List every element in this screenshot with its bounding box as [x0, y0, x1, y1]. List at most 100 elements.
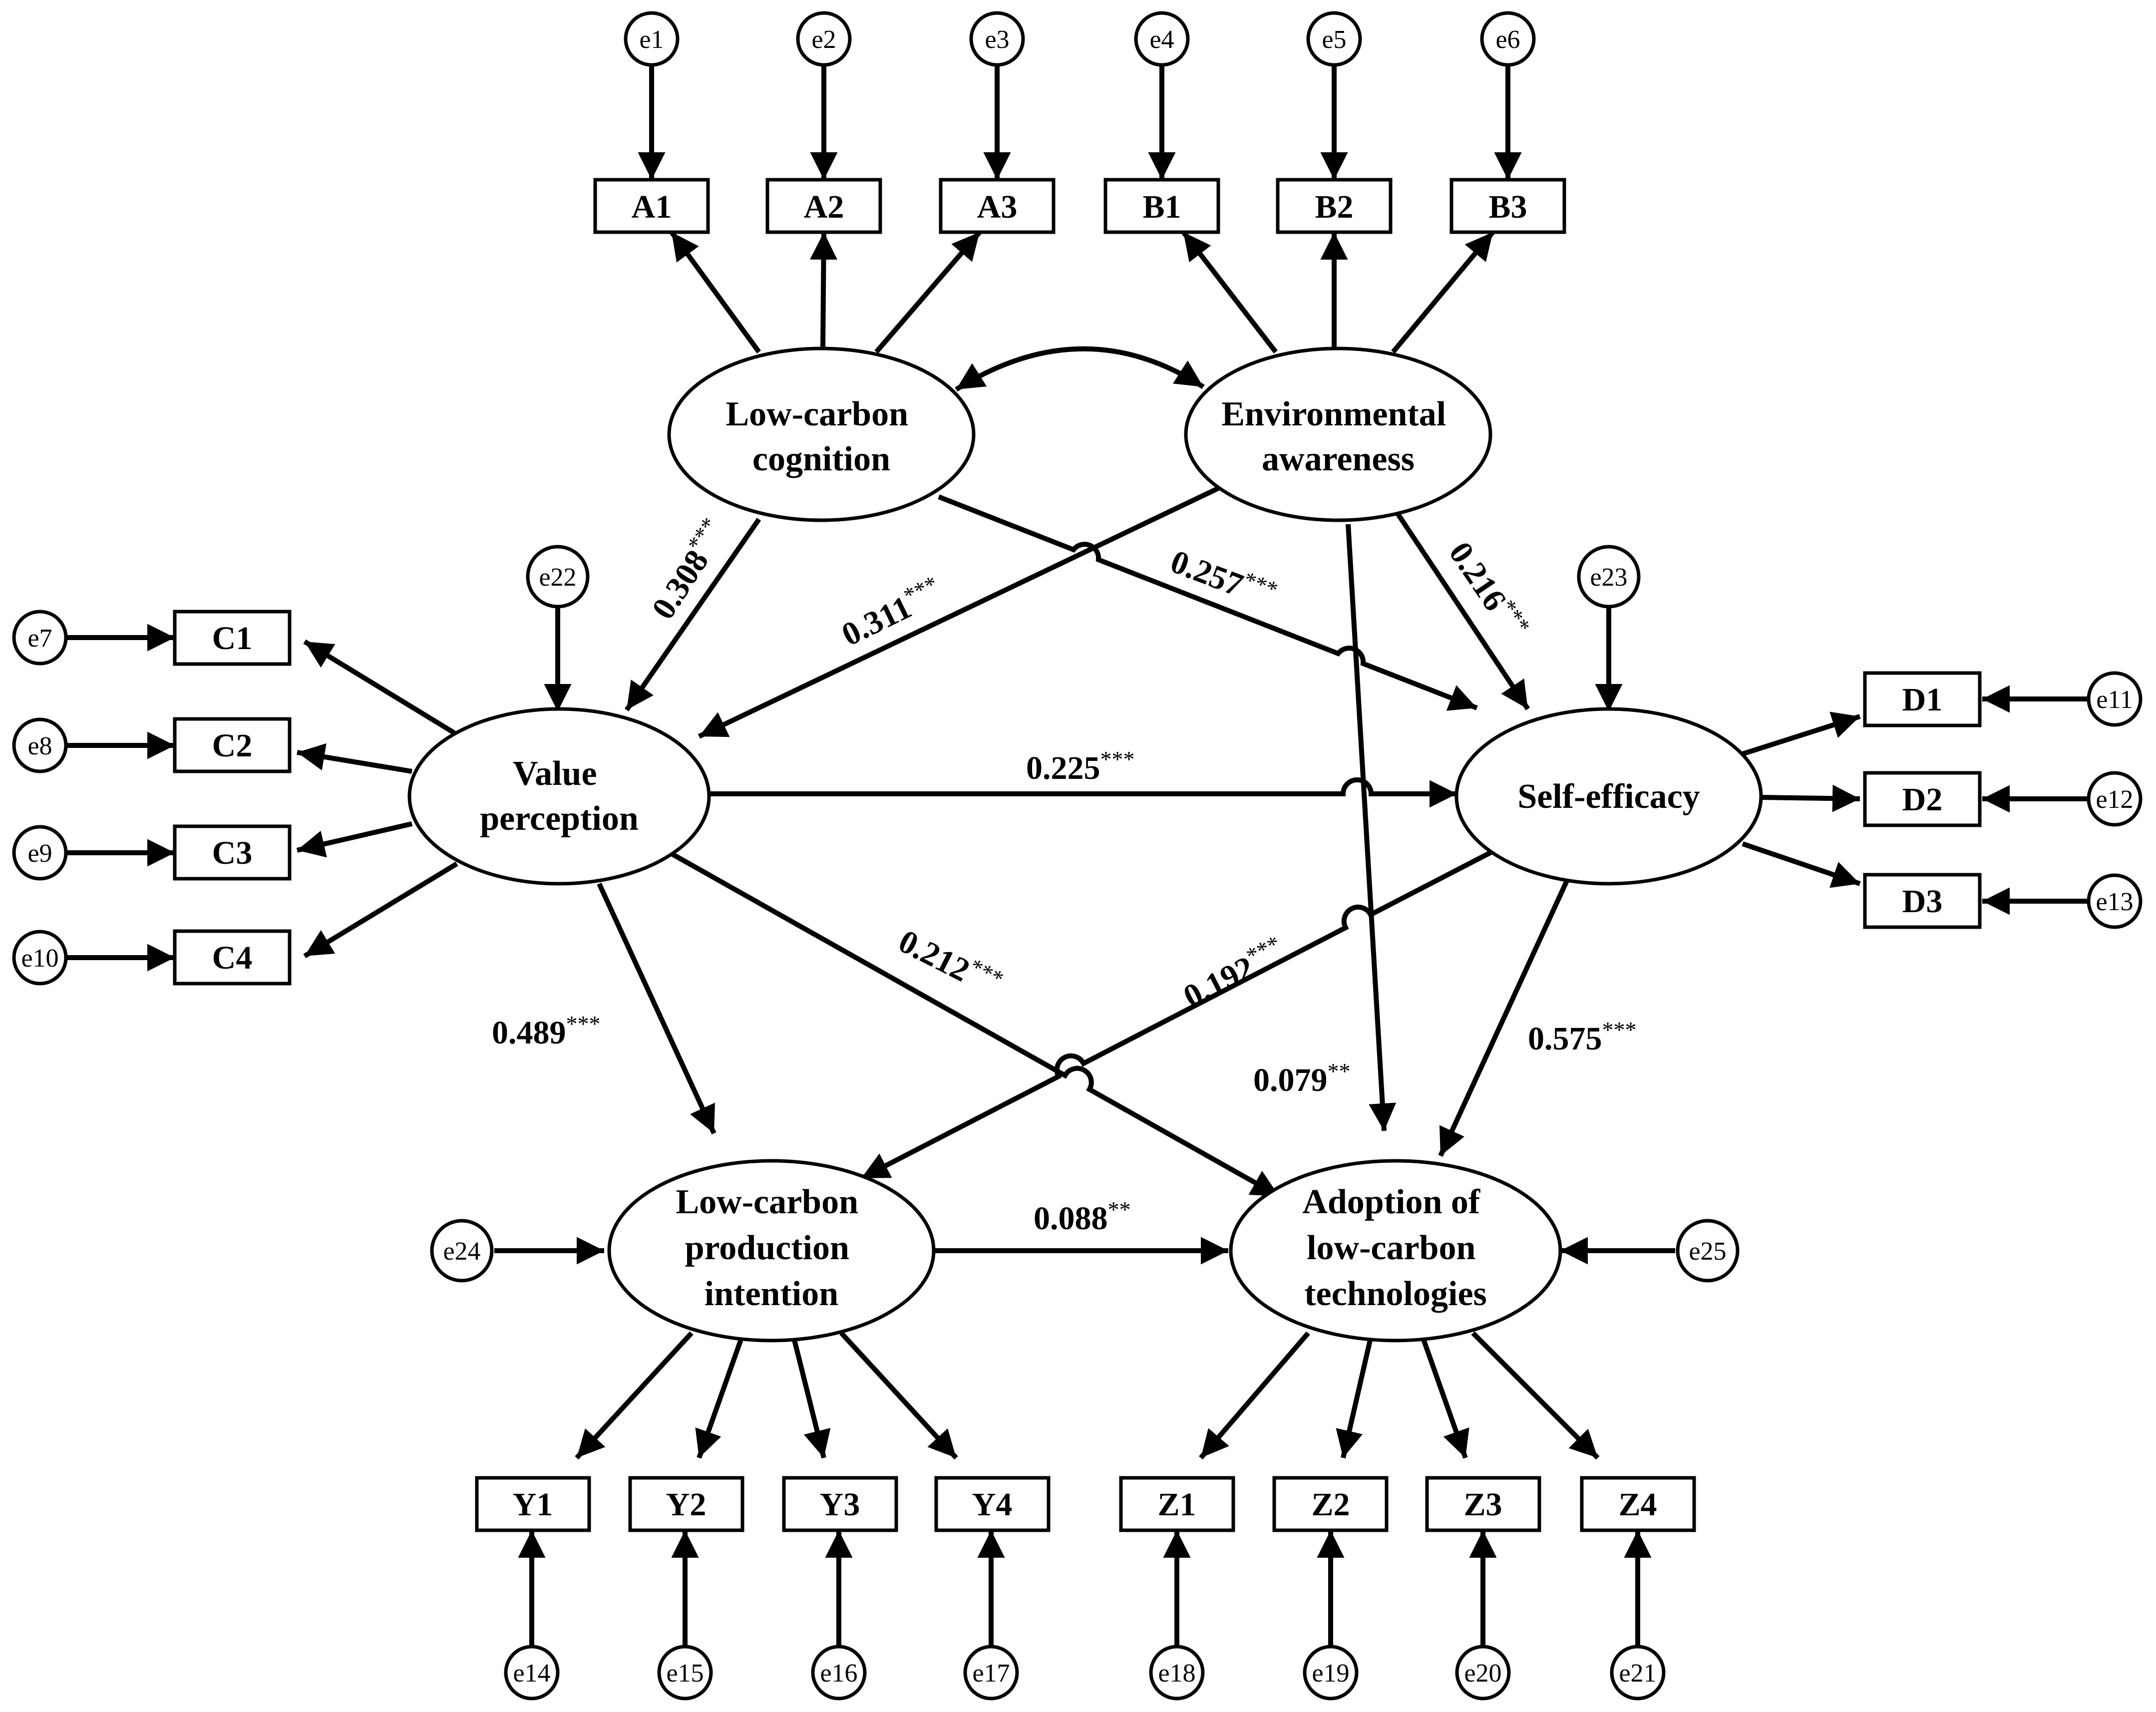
error-circle-e2 — [796, 11, 852, 67]
indicator-label-z1: Z1 — [1157, 1486, 1196, 1523]
error-label-e20: e20 — [1464, 1659, 1501, 1688]
path-lcc-vp — [624, 518, 761, 711]
path-ea-vp — [698, 486, 1220, 739]
error-circle-e4 — [1134, 11, 1190, 67]
error-label-e7: e7 — [27, 624, 52, 653]
error-circle-e25 — [1676, 1219, 1740, 1283]
arrow-se-d1 — [1742, 711, 1861, 756]
indicator-boxes: A1 A2 A3 B1 B2 B3 C1 C2 C3 C4 D1 D2 D3 Y… — [173, 178, 1982, 1532]
error-circle-e16 — [811, 1645, 867, 1701]
latent-label-int-line1: Low-carbon — [676, 1183, 858, 1221]
latent-ellipse-low-carbon-cognition — [667, 346, 976, 522]
indicator-label-z2: Z2 — [1311, 1486, 1350, 1523]
indicator-label-c4: C4 — [212, 940, 253, 976]
coef-se-adopt: 0.575*** — [1528, 1017, 1637, 1057]
latent-label-vp-line1: Value — [513, 754, 597, 793]
error-circle-e15 — [657, 1645, 713, 1701]
error-circle-e17 — [963, 1645, 1019, 1701]
latent-constructs: Low-carbon cognition Environmental aware… — [407, 346, 1763, 1343]
path-coefficients: 0.308*** 0.311*** 0.257*** 0.216*** 0.22… — [492, 513, 1637, 1237]
coef-se-adopt-value: 0.575 — [1528, 1021, 1602, 1057]
coef-ea-se: 0.216*** — [1442, 534, 1536, 646]
error-label-e14: e14 — [513, 1659, 550, 1688]
error-terms: e1 e2 e3 e4 e5 e6 e7 e8 e9 e10 e11 e12 e… — [12, 11, 2143, 1701]
path-ea-adopt — [1346, 524, 1397, 1131]
indicator-label-b1: B1 — [1142, 189, 1181, 225]
error-label-e9: e9 — [27, 839, 52, 868]
error-circle-e11 — [2087, 671, 2143, 727]
latent-label-adopt-line3: technologies — [1304, 1275, 1487, 1313]
latent-label-lcc-line2: cognition — [752, 440, 890, 478]
error-label-e1: e1 — [639, 25, 664, 54]
coef-vp-int: 0.489*** — [492, 1011, 601, 1051]
latent-label-value-perception: Value perception — [480, 754, 639, 838]
indicator-label-z3: Z3 — [1463, 1486, 1502, 1523]
indicator-box-a3 — [939, 178, 1056, 234]
latent-label-environmental-awareness: Environmental awareness — [1221, 395, 1454, 478]
latent-ellipse-environmental-awareness — [1184, 346, 1492, 522]
coef-vp-adopt-value: 0.212 — [893, 923, 975, 989]
indicator-label-y2: Y2 — [666, 1486, 707, 1523]
indicator-box-c2 — [173, 717, 292, 773]
latent-label-adoption-of-low-carbon-technologies: Adoption of low-carbon technologies — [1302, 1183, 1488, 1313]
indicator-box-a2 — [765, 178, 882, 234]
error-label-e12: e12 — [2096, 785, 2133, 814]
error-label-e22: e22 — [539, 563, 576, 592]
arrow-int-y3 — [791, 1337, 831, 1459]
coef-ea-adopt: 0.079** — [1253, 1058, 1351, 1098]
error-label-e10: e10 — [21, 944, 58, 973]
coef-lcc-vp-value: 0.308 — [645, 544, 716, 626]
arrow-int-y4 — [839, 1331, 958, 1460]
arrow-vp-c3 — [296, 821, 413, 858]
indicator-box-b1 — [1103, 178, 1220, 234]
error-label-e16: e16 — [820, 1659, 857, 1688]
indicator-box-z2 — [1272, 1476, 1389, 1532]
indicator-box-b2 — [1276, 178, 1393, 234]
error-circle-e5 — [1306, 11, 1362, 67]
indicator-box-y1 — [475, 1476, 591, 1532]
latent-label-adopt-line2: low-carbon — [1307, 1229, 1475, 1267]
indicator-box-y2 — [628, 1476, 744, 1532]
coef-int-adopt: 0.088** — [1034, 1197, 1131, 1237]
latent-label-ea-line1: Environmental — [1221, 395, 1446, 433]
coef-lcc-vp: 0.308*** — [642, 513, 734, 626]
arrow-adopt-z2 — [1336, 1337, 1373, 1459]
indicator-box-z4 — [1580, 1476, 1696, 1532]
coef-ea-vp-value: 0.311 — [836, 589, 917, 653]
path-vp-int — [597, 882, 717, 1135]
error-circle-e18 — [1149, 1645, 1205, 1701]
arrow-int-y1 — [575, 1331, 694, 1460]
indicator-label-y4: Y4 — [972, 1486, 1013, 1523]
coef-ea-adopt-stars: ** — [1328, 1058, 1351, 1084]
latent-label-vp-line2: perception — [480, 799, 639, 838]
error-circle-e12 — [2087, 771, 2143, 827]
error-circle-e13 — [2087, 873, 2143, 929]
error-label-e13: e13 — [2096, 888, 2133, 916]
latent-label-se-line1: Self-efficacy — [1517, 777, 1700, 816]
coef-vp-int-value: 0.489 — [492, 1015, 566, 1051]
coef-se-int-value: 0.192 — [1178, 949, 1260, 1015]
indicator-box-d1 — [1863, 671, 1982, 727]
error-circle-e21 — [1610, 1645, 1666, 1701]
indicator-box-d2 — [1863, 771, 1982, 827]
coef-vp-int-stars: *** — [566, 1011, 601, 1036]
indicator-label-a1: A1 — [632, 189, 672, 225]
latent-label-self-efficacy: Self-efficacy — [1517, 777, 1700, 816]
latent-label-int-line3: intention — [705, 1275, 838, 1313]
error-label-e19: e19 — [1312, 1659, 1349, 1688]
error-circle-e8 — [12, 717, 68, 773]
error-circle-e9 — [12, 825, 68, 881]
arrow-se-d3 — [1742, 841, 1861, 888]
indicator-label-b3: B3 — [1488, 189, 1527, 225]
error-circle-e3 — [969, 11, 1025, 67]
path-vp-adopt — [670, 851, 1281, 1199]
arrow-lcc-a1 — [669, 231, 761, 353]
latent-label-low-carbon-production-intention: Low-carbon production intention — [676, 1183, 867, 1313]
coef-vp-se-value: 0.225 — [1026, 750, 1100, 786]
arrow-adopt-z3 — [1421, 1337, 1469, 1459]
indicator-label-c2: C2 — [212, 727, 253, 764]
error-label-e18: e18 — [1158, 1659, 1195, 1688]
coef-lcc-se-value: 0.257 — [1166, 543, 1248, 604]
error-circle-e22 — [526, 545, 590, 609]
